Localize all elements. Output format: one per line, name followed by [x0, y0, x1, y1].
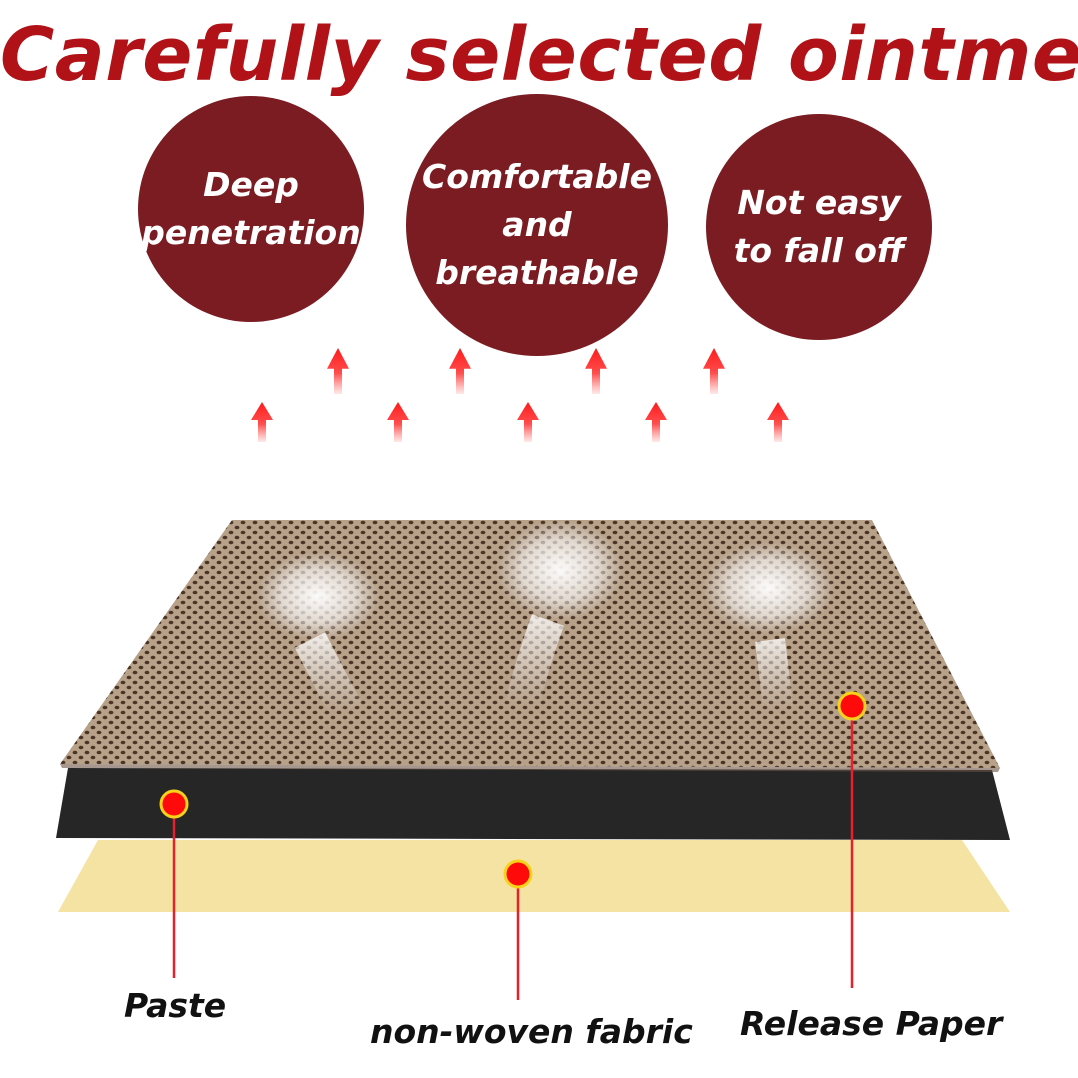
feature-line: Deep [203, 165, 299, 204]
up-arrow-icon [251, 402, 273, 442]
feature-circle-adhesion: Not easy to fall off [706, 114, 932, 340]
fabric-edge [60, 764, 1000, 772]
up-arrow-icon [517, 402, 539, 442]
feature-circle-penetration: Deep penetration [138, 96, 364, 322]
fabric-label: non-woven fabric [370, 1012, 693, 1051]
paste-label: Paste [124, 986, 227, 1025]
feature-circle-breathable: Comfortable and breathable [406, 94, 668, 356]
up-arrow-icon [585, 348, 607, 394]
headline: Carefully selected ointment [0, 12, 1078, 98]
breathability-steam [256, 520, 834, 721]
feature-line: Not easy [737, 183, 901, 222]
paste-marker-icon [159, 789, 189, 819]
up-arrow-icon [327, 348, 349, 394]
up-arrow-icon [449, 348, 471, 394]
up-arrow-icon [703, 348, 725, 394]
feature-line: Comfortable [422, 157, 652, 196]
feature-line: to fall off [733, 231, 905, 270]
up-arrow-icon [767, 402, 789, 442]
up-arrow-icon [387, 402, 409, 442]
fabric-marker-icon [503, 859, 533, 889]
paste-layer [56, 768, 1010, 840]
feature-line: and breathable [435, 205, 639, 292]
release-paper-layer [58, 840, 1010, 912]
feature-line: penetration [141, 213, 361, 252]
release-marker-icon [837, 691, 867, 721]
release-paper-label: Release Paper [740, 1004, 1003, 1043]
up-arrow-icon [645, 402, 667, 442]
